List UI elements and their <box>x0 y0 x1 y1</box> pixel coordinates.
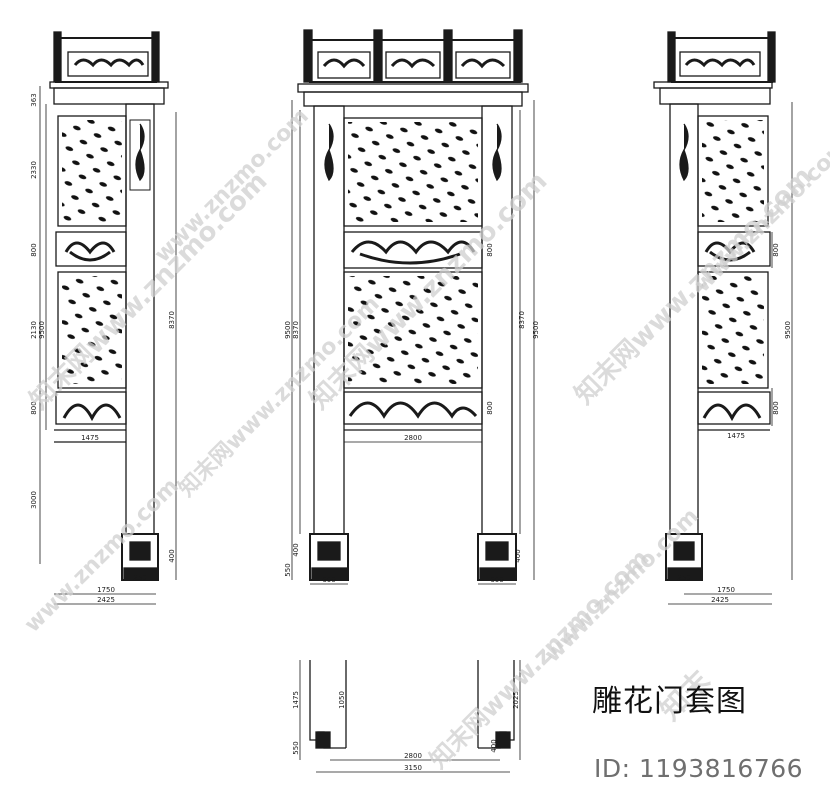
dim-text: 3150 <box>404 764 422 772</box>
dim-text: 400 <box>490 739 498 752</box>
dim-text: 600 <box>322 576 335 584</box>
dim-text: 9500 <box>532 321 540 339</box>
dim-text: 400 <box>514 549 522 562</box>
dim-text: 2425 <box>97 596 115 604</box>
dim-text: 3000 <box>30 491 38 509</box>
dim-text: 1475 <box>727 432 745 440</box>
left-dims: 363 2330 800 2130 800 9500 3000 8370 400… <box>30 93 176 604</box>
center-elevation <box>291 29 535 585</box>
right-elevation <box>653 31 793 605</box>
dim-text: 2800 <box>404 434 422 442</box>
dim-text: 1050 <box>338 691 346 709</box>
dim-text: 9500 <box>284 321 292 339</box>
dim-text: 2800 <box>404 752 422 760</box>
dim-text: 8370 <box>168 311 176 329</box>
dim-text: 1750 <box>717 586 735 594</box>
dim-text: 363 <box>30 93 38 106</box>
dim-text: 1475 <box>81 434 99 442</box>
dim-text: 2130 <box>30 321 38 339</box>
dim-text: 550 <box>284 563 292 576</box>
dim-text: 9500 <box>784 321 792 339</box>
dim-text: 1475 <box>292 691 300 709</box>
dim-text: 9500 <box>38 321 46 339</box>
dim-text: 1750 <box>97 586 115 594</box>
id-label: ID: 1193816766 <box>594 754 804 783</box>
dim-text: 2425 <box>711 596 729 604</box>
dim-text: 250 <box>133 574 146 582</box>
plan-dims: 1475 550 1050 2025 400 2800 3150 <box>292 691 520 772</box>
dim-text: 8370 <box>518 311 526 329</box>
dim-text: 400 <box>168 549 176 562</box>
dim-text: 400 <box>292 543 300 556</box>
dim-text: 800 <box>486 401 494 414</box>
dim-text: 600 <box>490 576 503 584</box>
dim-text: 2025 <box>512 691 520 709</box>
dim-text: 8370 <box>292 321 300 339</box>
dim-text: 800 <box>486 243 494 256</box>
dim-text: 250 <box>677 574 690 582</box>
dim-text: 800 <box>772 243 780 256</box>
right-dims: 9500 800 800 1475 1750 2425 250 <box>677 243 792 604</box>
plan-view <box>299 660 521 773</box>
dim-text: 800 <box>772 401 780 414</box>
dim-text: 800 <box>30 401 38 414</box>
drawing-title: 雕花门套图 <box>592 684 747 719</box>
dim-text: 550 <box>292 741 300 754</box>
center-dims: 9500 8370 400 550 8370 9500 800 800 400 … <box>284 243 540 584</box>
dim-text: 800 <box>30 243 38 256</box>
left-elevation <box>39 31 177 605</box>
dim-text: 2330 <box>30 161 38 179</box>
